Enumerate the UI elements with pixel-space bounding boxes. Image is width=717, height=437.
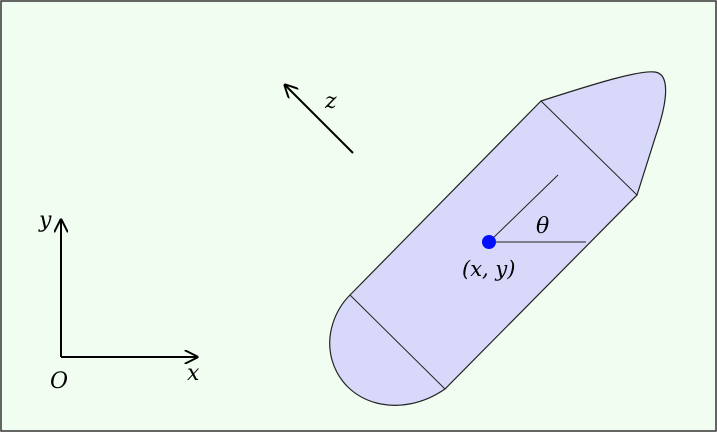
nose-section-line: [540, 100, 638, 196]
tail-section-line: [349, 294, 446, 390]
angle-label: θ: [536, 214, 549, 239]
z-axis-label: z: [324, 89, 337, 114]
origin-label: O: [50, 369, 68, 394]
vehicle-body: [329, 71, 667, 406]
position-label: (x, y): [462, 257, 515, 281]
z-axis-arrow: [285, 85, 354, 154]
position-point: [482, 235, 496, 249]
y-axis-label: y: [38, 208, 52, 233]
x-axis-label: x: [187, 361, 200, 386]
heading-line: [488, 174, 559, 243]
